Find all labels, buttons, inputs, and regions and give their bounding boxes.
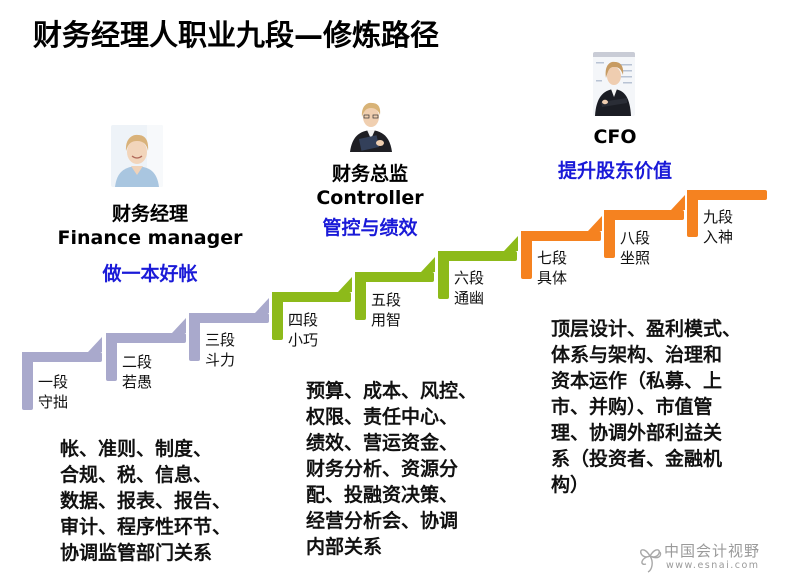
duty-line: 内部关系 <box>306 536 383 558</box>
step-bar-vertical <box>272 292 283 340</box>
step-bar-vertical <box>438 251 449 299</box>
step-label: 一段 守拙 <box>38 372 68 412</box>
page-title: 财务经理人职业九段—修炼路径 <box>33 18 440 52</box>
duty-line: 体系与架构、治理和 <box>551 344 723 366</box>
step-bar-horizontal <box>521 231 601 241</box>
duty-line: 顶层设计、盈利模式、 <box>551 318 742 340</box>
step-triangle <box>588 216 602 231</box>
step-level: 五段 <box>371 291 402 309</box>
duty-line: 系（投资者、金融机 <box>551 448 723 470</box>
step-triangle <box>421 257 435 272</box>
role-title-en: CFO <box>593 126 637 148</box>
step-triangle <box>338 277 352 292</box>
duty-line: 协调监管部门关系 <box>60 542 213 564</box>
duty-line: 构） <box>551 474 590 496</box>
role-motto: 做一本好帐 <box>102 263 198 285</box>
step-name: 通幽 <box>454 289 485 307</box>
step-bar-horizontal <box>106 333 186 343</box>
step-bar-horizontal <box>687 190 767 200</box>
step-triangle <box>172 318 186 333</box>
watermark-name: 中国会计视野 <box>664 542 761 560</box>
role-finance-manager: 财务经理 Finance manager 做一本好帐 <box>40 202 260 286</box>
step-bar-vertical <box>521 231 532 279</box>
duty-line: 理、协调外部利益关 <box>551 422 723 444</box>
role-title-cn: 财务经理 <box>111 203 188 225</box>
step-bar-vertical <box>604 210 615 258</box>
step-level: 六段 <box>454 269 485 287</box>
controller-avatar <box>347 97 395 152</box>
step-bar-horizontal <box>22 352 102 362</box>
step-triangle <box>255 298 269 313</box>
step-triangle <box>88 337 102 352</box>
step-label: 八段 坐照 <box>620 228 650 268</box>
step-level: 二段 <box>122 353 153 371</box>
step-bar-horizontal <box>272 292 351 302</box>
step-label: 六段 通幽 <box>454 268 484 308</box>
step-name: 守拙 <box>38 393 69 411</box>
step-name: 坐照 <box>620 249 651 267</box>
step-name: 用智 <box>371 311 402 329</box>
duty-line: 经营分析会、协调 <box>306 510 459 532</box>
duty-line: 财务分析、资源分 <box>306 458 459 480</box>
businesswoman-with-folder-photo-icon <box>347 97 395 152</box>
step-label: 五段 用智 <box>371 290 401 330</box>
step-level: 四段 <box>288 311 319 329</box>
step-bar-horizontal <box>355 272 434 282</box>
step-name: 具体 <box>537 269 568 287</box>
step-bar-vertical <box>22 352 33 410</box>
role-title-en: Finance manager <box>57 227 243 249</box>
role-title-cn: 财务总监 <box>331 163 408 185</box>
role-cfo: CFO 提升股东价值 <box>540 125 690 183</box>
step-triangle <box>504 236 518 251</box>
step-triangle <box>671 195 685 210</box>
step-label: 七段 具体 <box>537 248 567 288</box>
step-level: 三段 <box>205 331 236 349</box>
step-level: 八段 <box>620 229 651 247</box>
step-label: 三段 斗力 <box>205 330 235 370</box>
duty-line: 审计、程序性环节、 <box>60 516 232 538</box>
step-bar-vertical <box>189 313 200 361</box>
duty-line: 权限、责任中心、 <box>306 406 459 428</box>
flower-logo-icon <box>640 549 662 573</box>
cfo-avatar <box>593 52 635 116</box>
businesswoman-arms-crossed-photo-icon <box>593 52 635 116</box>
role-title-en: Controller <box>316 187 424 209</box>
role-controller: 财务总监 Controller 管控与绩效 <box>300 162 440 240</box>
step-label: 九段 入神 <box>703 207 733 247</box>
role-motto: 提升股东价值 <box>557 160 672 182</box>
step-level: 一段 <box>38 373 69 391</box>
duty-line: 帐、准则、制度、 <box>60 438 213 460</box>
step-bar-vertical <box>355 272 366 320</box>
step-bar-vertical <box>687 190 698 237</box>
duty-line: 预算、成本、风控、 <box>306 380 478 402</box>
step-name: 小巧 <box>288 331 319 349</box>
duty-line: 市、并购）、市值管 <box>551 396 713 418</box>
step-name: 若愚 <box>122 373 153 391</box>
duty-line: 绩效、营运资金、 <box>306 432 459 454</box>
duty-line: 合规、税、信息、 <box>60 464 213 486</box>
step-bar-horizontal <box>438 251 517 261</box>
step-level: 七段 <box>537 249 568 267</box>
step-label: 四段 小巧 <box>288 310 318 350</box>
watermark-url: www.esnai.com <box>666 560 760 571</box>
finance-manager-duties: 帐、准则、制度、 合规、税、信息、 数据、报表、报告、 审计、程序性环节、 协调… <box>60 436 231 566</box>
step-bar-vertical <box>106 333 117 381</box>
cfo-duties: 顶层设计、盈利模式、 体系与架构、治理和 资本运作（私募、上 市、并购）、市值管… <box>551 316 741 498</box>
step-bar-horizontal <box>189 313 269 323</box>
step-level: 九段 <box>703 208 734 226</box>
controller-duties: 预算、成本、风控、 权限、责任中心、 绩效、营运资金、 财务分析、资源分 配、投… <box>306 378 477 560</box>
duty-line: 配、投融资决策、 <box>306 484 459 506</box>
role-motto: 管控与绩效 <box>322 217 418 239</box>
step-name: 入神 <box>703 228 734 246</box>
step-label: 二段 若愚 <box>122 352 152 392</box>
woman-smiling-photo-icon <box>111 125 163 187</box>
duty-line: 资本运作（私募、上 <box>551 370 723 392</box>
finance-manager-avatar <box>111 125 163 187</box>
step-name: 斗力 <box>205 351 236 369</box>
step-bar-horizontal <box>604 210 684 220</box>
duty-line: 数据、报表、报告、 <box>60 490 232 512</box>
